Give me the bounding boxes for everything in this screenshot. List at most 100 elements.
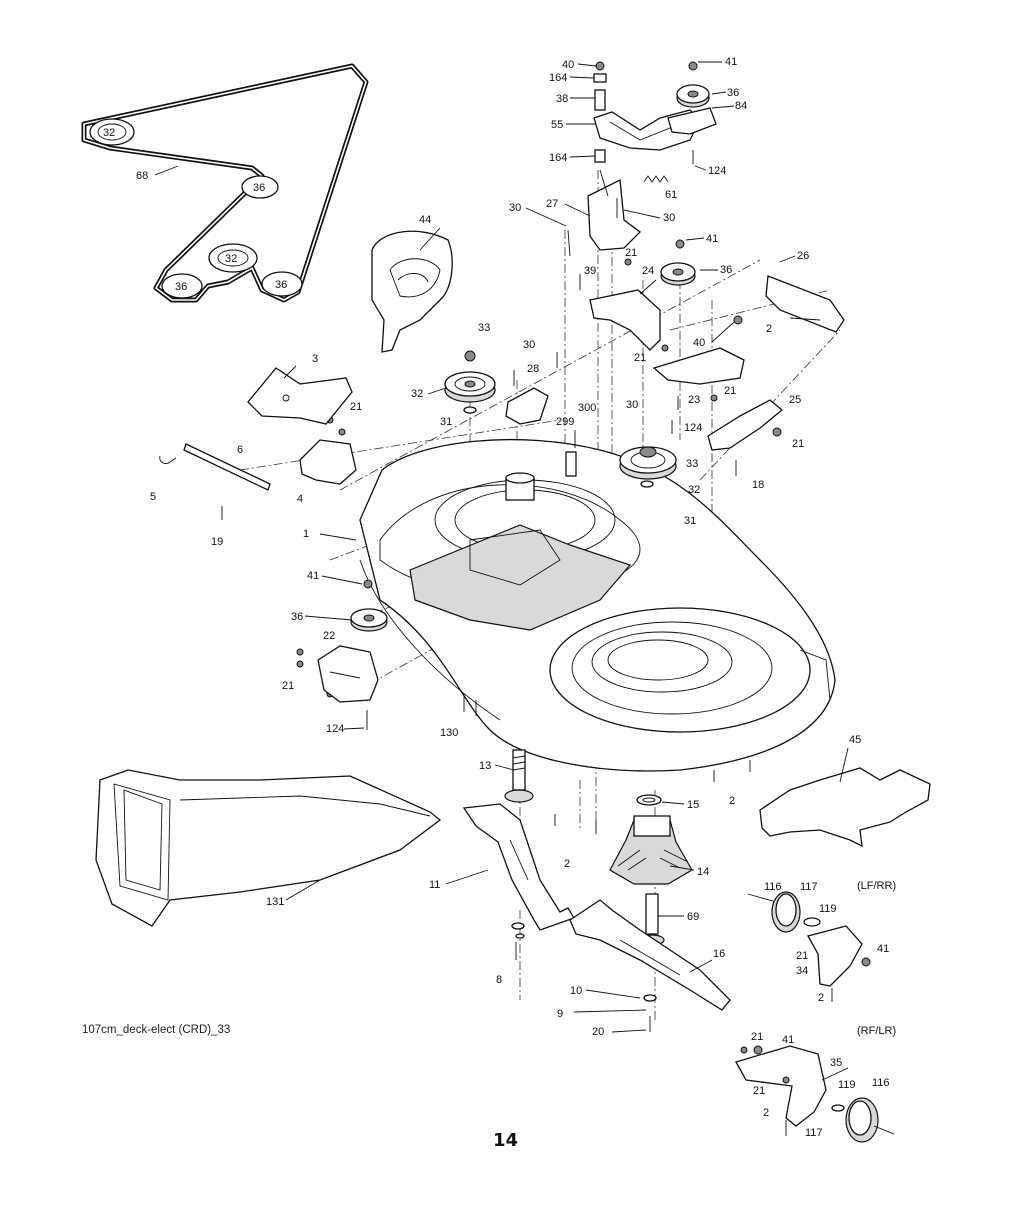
callout: 117 xyxy=(800,881,818,893)
callout: 2 xyxy=(729,795,735,807)
callout: 32 xyxy=(411,388,423,400)
position-label-lf-rr: (LF/RR) xyxy=(857,880,896,892)
callout: 124 xyxy=(684,422,702,434)
callout: 18 xyxy=(752,479,764,491)
callout: 45 xyxy=(849,734,861,746)
callout: 25 xyxy=(789,394,801,406)
page-number: 14 xyxy=(493,1130,518,1151)
callout: 5 xyxy=(150,491,156,503)
callout: 21 xyxy=(634,352,646,364)
callout: 26 xyxy=(797,250,809,262)
callout: 116 xyxy=(764,881,782,893)
pulley-32-left xyxy=(444,371,496,403)
belt-label: 68 xyxy=(136,170,148,182)
callout: 16 xyxy=(713,948,725,960)
callout: 55 xyxy=(551,119,563,131)
callout: 21 xyxy=(625,247,637,259)
callout: 21 xyxy=(751,1031,763,1043)
callout: 38 xyxy=(556,93,568,105)
belt-pulley-4: 36 xyxy=(161,273,203,299)
belt-pulley-1: 32 xyxy=(89,118,135,146)
pulley-32-right xyxy=(619,446,677,480)
callout: 30 xyxy=(663,212,675,224)
callout: 30 xyxy=(523,339,535,351)
belt-pulley-label: 36 xyxy=(253,182,265,194)
callout: 119 xyxy=(819,903,837,915)
callout: 119 xyxy=(838,1079,856,1091)
callout: 2 xyxy=(818,992,824,1004)
belt-pulley-label: 36 xyxy=(275,279,287,291)
drawing-reference: 107cm_deck-elect (CRD)_33 xyxy=(82,1024,230,1036)
callout: 22 xyxy=(323,630,335,642)
callout: 39 xyxy=(584,265,596,277)
gauge-wheel-assembly-rf-lr xyxy=(735,1045,895,1143)
belt-guard-44 xyxy=(371,230,453,353)
callout: 300 xyxy=(578,402,596,414)
callout: 30 xyxy=(509,202,521,214)
pulley-36-lower xyxy=(350,608,388,632)
callout: 36 xyxy=(720,264,732,276)
callout: 36 xyxy=(727,87,739,99)
callout: 130 xyxy=(440,727,458,739)
callout: 21 xyxy=(282,680,294,692)
spindle-housing-14 xyxy=(609,815,693,885)
blade-11 xyxy=(462,803,575,931)
belt-pulley-3: 32 xyxy=(208,243,258,273)
callout: 9 xyxy=(557,1008,563,1020)
callout: 41 xyxy=(877,943,889,955)
callout: 21 xyxy=(724,385,736,397)
spring-61 xyxy=(643,175,669,183)
bracket-22 xyxy=(317,645,379,703)
callout: 1 xyxy=(303,528,309,540)
callout: 2 xyxy=(564,858,570,870)
gauge-wheel-assembly-lf-rr xyxy=(747,891,871,1002)
callout: 41 xyxy=(782,1034,794,1046)
idler-bracket-27 xyxy=(587,169,641,251)
callout: 20 xyxy=(592,1026,604,1038)
bracket-28 xyxy=(505,387,549,425)
bracket-4 xyxy=(299,439,357,485)
idler-arm-25 xyxy=(707,399,784,451)
callout: 61 xyxy=(665,189,677,201)
callout: 23 xyxy=(688,394,700,406)
callout: 31 xyxy=(684,515,696,527)
bracket-84 xyxy=(667,107,717,135)
callout: 84 xyxy=(735,100,747,112)
bracket-23 xyxy=(652,347,745,385)
callout: 41 xyxy=(725,56,737,68)
callout: 24 xyxy=(642,265,654,277)
callout: 21 xyxy=(350,401,362,413)
callout: 41 xyxy=(706,233,718,245)
callout: 4 xyxy=(297,493,303,505)
callout: 6 xyxy=(237,444,243,456)
callout: 164 xyxy=(549,152,567,164)
part-callouts: 40 164 38 55 164 41 36 84 124 61 30 27 3… xyxy=(150,56,890,1139)
position-label-rf-lr: (RF/LR) xyxy=(857,1025,896,1037)
callout: 32 xyxy=(688,484,700,496)
belt-pulley-label: 36 xyxy=(175,281,187,293)
pulley-36-mid xyxy=(660,262,696,286)
callout: 36 xyxy=(291,611,303,623)
callout: 117 xyxy=(805,1127,823,1139)
callout: 33 xyxy=(686,458,698,470)
callout: 8 xyxy=(496,974,502,986)
callout: 15 xyxy=(687,799,699,811)
leader-lines xyxy=(283,61,849,1081)
bracket-24 xyxy=(589,289,661,351)
callout: 30 xyxy=(626,399,638,411)
callout: 14 xyxy=(697,866,709,878)
callout: 21 xyxy=(753,1085,765,1097)
callout: 44 xyxy=(419,214,431,226)
belt-routing-diagram: 32 36 32 36 36 68 xyxy=(81,63,369,303)
callout: 131 xyxy=(266,896,284,908)
belt-pulley-label: 32 xyxy=(225,253,237,265)
callout: 21 xyxy=(796,950,808,962)
callout: 33 xyxy=(478,322,490,334)
callout: 28 xyxy=(527,363,539,375)
belt-pulley-label: 32 xyxy=(103,127,115,139)
rod-6 xyxy=(159,443,271,491)
callout: 116 xyxy=(872,1077,890,1089)
callout: 2 xyxy=(763,1107,769,1119)
callout: 40 xyxy=(562,59,574,71)
